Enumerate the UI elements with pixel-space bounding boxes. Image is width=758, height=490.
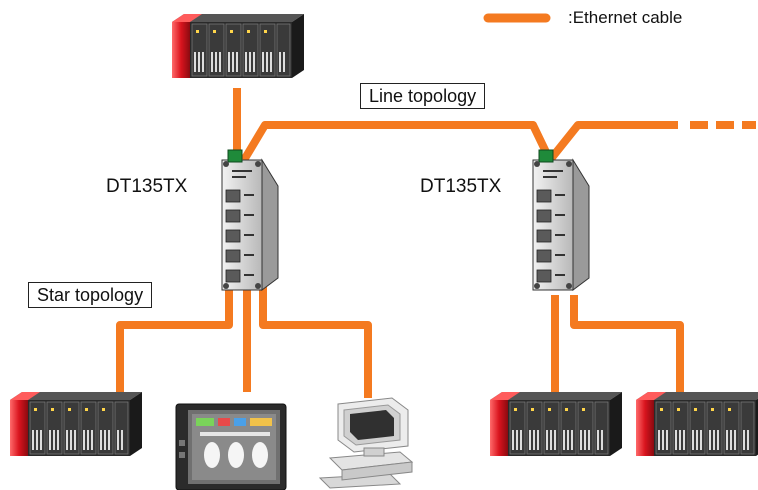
star-topology-label: Star topology [28, 282, 153, 308]
plc-bottom-middle-icon [489, 391, 623, 457]
ethernet-cables [116, 88, 684, 398]
plc-top-icon [171, 13, 305, 79]
cable-line-switch-1-to-switch-2 [240, 121, 550, 163]
plc-bottom-right-icon [635, 391, 758, 457]
cable-switch-1-to-pc [259, 285, 372, 398]
pc-icon [318, 397, 414, 489]
cable-switch-2-to-plc-bottom-right [570, 295, 684, 398]
line-topology-label: Line topology [360, 83, 486, 109]
switch-1-icon [221, 149, 279, 291]
plc-bottom-left-icon [9, 391, 143, 457]
legend-label: :Ethernet cable [568, 8, 683, 27]
touch-panel-icon [175, 403, 287, 490]
switch-1-label: DT135TX [106, 176, 188, 197]
switch-2-label: DT135TX [420, 176, 502, 197]
cable-switch-1-to-plc-bottom-left [116, 285, 233, 398]
switch-2-icon [532, 149, 590, 291]
cable-line-continuation [546, 121, 678, 163]
